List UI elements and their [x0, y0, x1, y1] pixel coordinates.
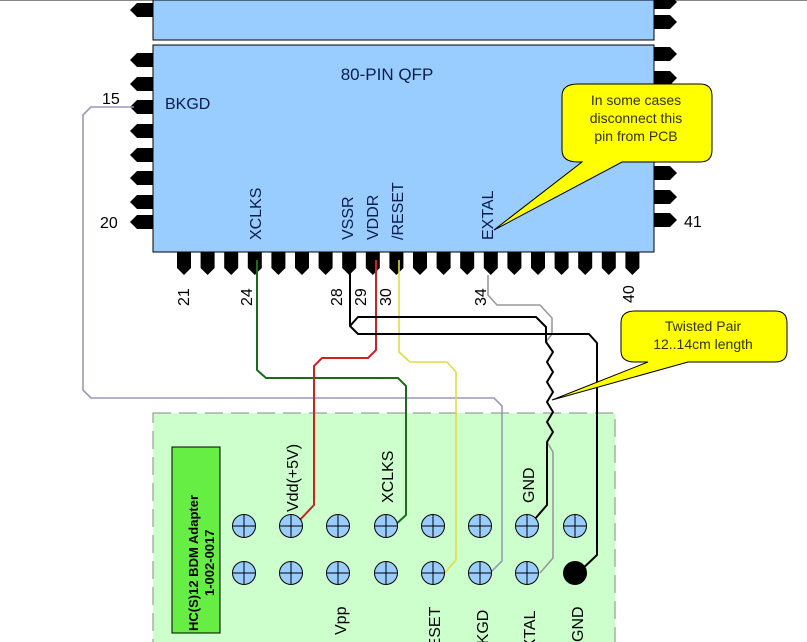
wire-bkgd — [82, 106, 503, 574]
chip-pin-right — [654, 47, 677, 61]
chip-pin-right — [654, 213, 677, 227]
callout-extal-line3: pin from PCB — [594, 128, 677, 144]
chip-pin-bottom — [224, 252, 239, 275]
callout-extal-bubble — [493, 83, 713, 231]
signal-vssr: VSSR — [340, 196, 357, 240]
chip-pin-bottom — [601, 252, 616, 275]
signal-bkgd: BKGD — [165, 96, 210, 113]
adapter-label-gnd-top: GND — [521, 467, 538, 503]
pin-number-30: 30 — [378, 288, 395, 306]
chip-title: 80-PIN QFP — [341, 65, 434, 84]
chip-pin-bottom — [460, 252, 475, 275]
adapter-pin — [563, 514, 587, 538]
adapter-pin — [279, 514, 303, 538]
wire-xclks — [256, 260, 407, 528]
pin-number-29: 29 — [353, 288, 370, 306]
adapter-pin — [421, 561, 445, 585]
wires — [82, 106, 598, 576]
pin-number-28: 28 — [329, 288, 346, 306]
callout-twisted-pair: Twisted Pair 12..14cm length — [551, 310, 788, 401]
adapter-pin — [279, 561, 303, 585]
adapter-pin — [326, 514, 350, 538]
chip-pin-bottom — [554, 252, 569, 275]
adapter-pin — [326, 561, 350, 585]
callout-twisted-line2: 12..14cm length — [653, 336, 753, 352]
chip-pin-right — [654, 0, 677, 9]
chip-pin-right — [654, 15, 677, 29]
chip-bottom-pins — [177, 252, 640, 275]
callout-extal-line2: disconnect this — [590, 110, 683, 126]
chip-pin-left — [130, 77, 153, 91]
wire-gnd-twisted — [349, 316, 554, 521]
pin-number-20: 20 — [100, 215, 118, 232]
pin-number-40: 40 — [621, 285, 638, 303]
chip-pin-left — [130, 124, 153, 138]
chip-pin-bottom — [177, 252, 191, 275]
adapter-pin — [515, 514, 539, 538]
chip-pin-bottom — [531, 252, 545, 275]
wire-reset — [398, 260, 457, 576]
chip-pin-left — [130, 148, 153, 162]
chip-pin-left — [130, 215, 153, 229]
chip-pin-bottom — [507, 252, 522, 275]
wire-vdd — [297, 260, 377, 523]
chip-pin-left — [130, 195, 153, 209]
adapter-pin-gnd — [563, 561, 587, 585]
signal-xclks: XCLKS — [248, 188, 265, 240]
chip-pin-right — [654, 166, 677, 180]
chip-pin-bottom — [271, 252, 286, 275]
chip-left-pins — [130, 3, 153, 229]
adapter-label-extal: EXTAL — [522, 610, 539, 642]
chip-pin-left — [130, 100, 153, 114]
chip-pin-bottom — [413, 252, 427, 275]
chip-pin-bottom — [365, 252, 380, 275]
adapter-pin — [232, 561, 256, 585]
chip-pin-bottom — [483, 252, 498, 275]
chip-pin-left — [130, 3, 153, 17]
pin-number-41: 41 — [684, 214, 702, 231]
callout-extal-line1: In some cases — [591, 92, 681, 108]
chip-upper-block — [152, 0, 655, 41]
callout-extal-note: In some cases disconnect this pin from P… — [493, 83, 713, 231]
chip-pin-bottom — [436, 252, 451, 275]
chip-pin-left — [130, 53, 153, 67]
chip-pin-right — [654, 71, 677, 85]
chip-pin-bottom — [295, 252, 309, 275]
callout-twisted-bubble — [551, 310, 788, 401]
signal-vddr: VDDR — [365, 195, 382, 240]
chip-pin-left — [130, 171, 153, 185]
adapter-label-vdd: Vdd(+5V) — [285, 444, 302, 512]
chip-pin-bottom — [247, 252, 262, 275]
adapter-pin — [468, 514, 492, 538]
adapter-label-vpp: Vpp — [333, 606, 350, 635]
adapter-pin — [232, 514, 256, 538]
adapter-pin-header — [232, 514, 587, 585]
adapter-label-reset: RESET — [427, 606, 444, 642]
chip-pin-bottom — [578, 252, 593, 275]
adapter-title-line1: HC(S)12 BDM Adapter — [186, 495, 201, 631]
chip-pin-bottom — [318, 252, 333, 275]
adapter-pin — [374, 514, 398, 538]
pin-number-34: 34 — [473, 288, 490, 306]
callout-twisted-line1: Twisted Pair — [665, 318, 742, 334]
chip-pin-right — [654, 190, 677, 204]
pin-number-15: 15 — [102, 91, 120, 108]
chip-pin-bottom — [389, 252, 404, 275]
signal-reset: /RESET — [390, 182, 407, 240]
adapter-pin — [515, 561, 539, 585]
signal-extal: EXTAL — [480, 190, 497, 240]
adapter-pin — [468, 561, 492, 585]
adapter-pin — [374, 561, 398, 585]
chip-pin-bottom — [625, 252, 640, 275]
pin-number-21: 21 — [176, 288, 193, 306]
chip-pin-bottom — [200, 252, 215, 275]
adapter-pin — [421, 514, 445, 538]
pin-number-24: 24 — [239, 288, 256, 306]
adapter-title-box — [171, 446, 221, 634]
adapter-label-bkgd: BKGD — [475, 610, 492, 642]
adapter-label-gnd-bottom: GND — [570, 606, 587, 642]
adapter-title-line2: 1-002-0017 — [202, 530, 217, 597]
adapter-label-xclks: XCLKS — [380, 451, 397, 503]
